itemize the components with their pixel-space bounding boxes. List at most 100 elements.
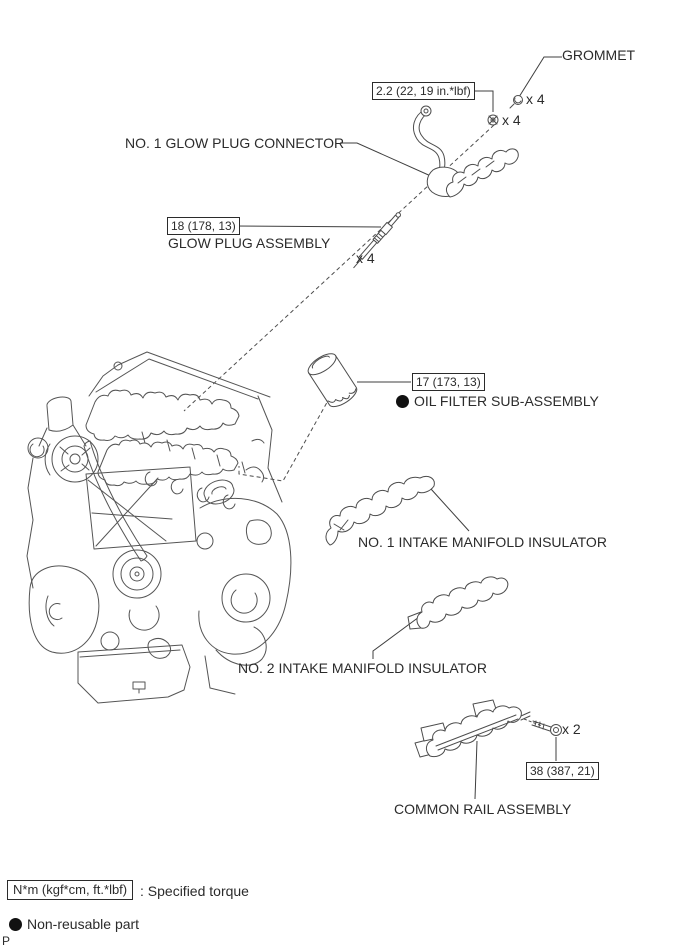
bolt-head-inner	[553, 727, 559, 733]
bell-housing-port	[221, 573, 271, 623]
bolt-shaft	[531, 720, 552, 732]
lower-right-foot	[204, 655, 236, 695]
oil-filter-label-row: OIL FILTER SUB-ASSEMBLY	[396, 394, 599, 409]
oil-filter-axis-dashed-line	[238, 396, 331, 482]
bell-housing-port-inner	[230, 589, 258, 614]
connector-nut-qty: x 4	[502, 112, 521, 128]
connector-wire-inner	[418, 111, 446, 176]
filter-body	[307, 353, 358, 408]
plug-terminal-tip	[395, 212, 401, 218]
ring-terminal	[420, 105, 432, 117]
drive-belt	[83, 440, 148, 562]
bolt-head	[550, 724, 562, 736]
rail-leader	[474, 740, 478, 800]
glow-plug-connector-drawing	[413, 105, 519, 198]
oil-pan	[77, 644, 191, 704]
connector-busbar	[445, 148, 519, 198]
valve-cover-inner-ridge	[95, 358, 259, 400]
insulator2-body	[416, 576, 509, 629]
gear-ring-arc	[44, 443, 51, 476]
head-lump-band-2	[97, 439, 239, 487]
left-pipe-stub	[46, 396, 74, 432]
connector-leader	[340, 142, 434, 178]
valve-cover-ridge	[88, 351, 271, 398]
engine-right-edge	[257, 395, 283, 503]
head-right-bumps	[245, 438, 265, 483]
right-boss	[245, 519, 272, 545]
insulator1-leader	[430, 488, 470, 532]
connector-nut-torque-box: 2.2 (22, 19 in.*lbf)	[372, 82, 475, 100]
engine-illustration	[26, 351, 292, 704]
insulator1-detail	[333, 519, 349, 531]
page-marker: P	[2, 934, 11, 948]
head-arc-details	[144, 471, 236, 510]
glow-plug-torque-box: 18 (178, 13)	[167, 217, 240, 235]
rail-bolt-drawing	[531, 720, 562, 736]
filter-top-rim	[308, 355, 337, 376]
crank-pulley-center	[134, 571, 140, 577]
mount-lump	[215, 626, 267, 666]
rail-tube-lines	[435, 714, 519, 751]
leader-lines	[233, 56, 562, 800]
idler-inner	[29, 443, 45, 458]
glow-plug-qty: x 4	[356, 250, 375, 266]
stub-link	[72, 424, 87, 447]
intake-insulator-1-drawing	[325, 475, 435, 546]
idler-circle	[27, 437, 49, 459]
bell-housing	[198, 497, 292, 655]
plug-electrode	[353, 258, 363, 269]
grommet-qty: x 4	[526, 91, 545, 107]
insulator2-leader	[372, 616, 420, 659]
rail-bolt-torque-box: 38 (387, 21)	[526, 762, 599, 780]
intake-insulator-1-label: NO. 1 INTAKE MANIFOLD INSULATOR	[358, 534, 607, 550]
crank-pulley-mid	[120, 557, 154, 591]
rail-bolt-qty: x 2	[562, 721, 581, 737]
timing-gear-outer	[51, 435, 99, 483]
plug-terminal	[387, 214, 399, 227]
crank-pulley-inner	[129, 566, 145, 582]
busbar-detail	[457, 160, 495, 184]
block-lattice	[85, 466, 197, 550]
lower-housing-arc	[128, 605, 160, 631]
intake-insulator-2-drawing	[407, 576, 509, 630]
non-reusable-icon	[396, 395, 409, 408]
legend-torque-meaning: : Specified torque	[140, 883, 249, 899]
glow-plug-torque-leader	[233, 225, 382, 228]
connector-nut-drawing	[487, 114, 499, 126]
small-blob	[147, 637, 172, 659]
front-cover-blob	[28, 565, 100, 654]
glow-plug-drawing	[353, 212, 401, 269]
part-drawings	[307, 95, 562, 758]
oil-filter-torque-box: 17 (173, 13)	[412, 373, 485, 391]
small-boss-2	[100, 631, 120, 651]
ring-terminal-hole	[423, 108, 429, 114]
grommet-label: GROMMET	[562, 47, 636, 63]
insulator2-end-cap	[407, 611, 422, 630]
rail-tip	[520, 711, 531, 721]
plug-hex	[379, 221, 393, 236]
legend-torque-box: N*m (kgf*cm, ft.*lbf)	[7, 880, 134, 900]
insulator1-body	[325, 475, 435, 546]
glow-plug-assembly-label: GLOW PLUG ASSEMBLY	[168, 235, 331, 251]
connector-wire-outer	[413, 109, 441, 176]
oil-filter-label: OIL FILTER SUB-ASSEMBLY	[414, 393, 599, 409]
head-lump-band-1	[85, 389, 240, 441]
intake-insulator-2-label: NO. 2 INTAKE MANIFOLD INSULATOR	[238, 660, 487, 676]
glow-plug-connector-label: NO. 1 GLOW PLUG CONNECTOR	[125, 135, 345, 151]
oil-filter-drawing	[307, 353, 358, 408]
grommet-detail	[509, 97, 522, 109]
legend-non-reusable-row: Non-reusable part	[9, 917, 139, 932]
common-rail-label: COMMON RAIL ASSEMBLY	[394, 801, 572, 817]
grommet-drawing	[509, 95, 523, 109]
grommet-leader	[518, 56, 562, 98]
non-reusable-icon	[9, 918, 22, 931]
cover-knob	[113, 361, 123, 371]
crank-pulley-outer	[112, 549, 162, 599]
timing-gear-mid	[61, 445, 89, 473]
nut-hole	[490, 117, 496, 123]
filter-flutes	[327, 388, 357, 403]
dashed-assembly-lines	[183, 124, 543, 727]
head-ticks	[141, 431, 246, 474]
